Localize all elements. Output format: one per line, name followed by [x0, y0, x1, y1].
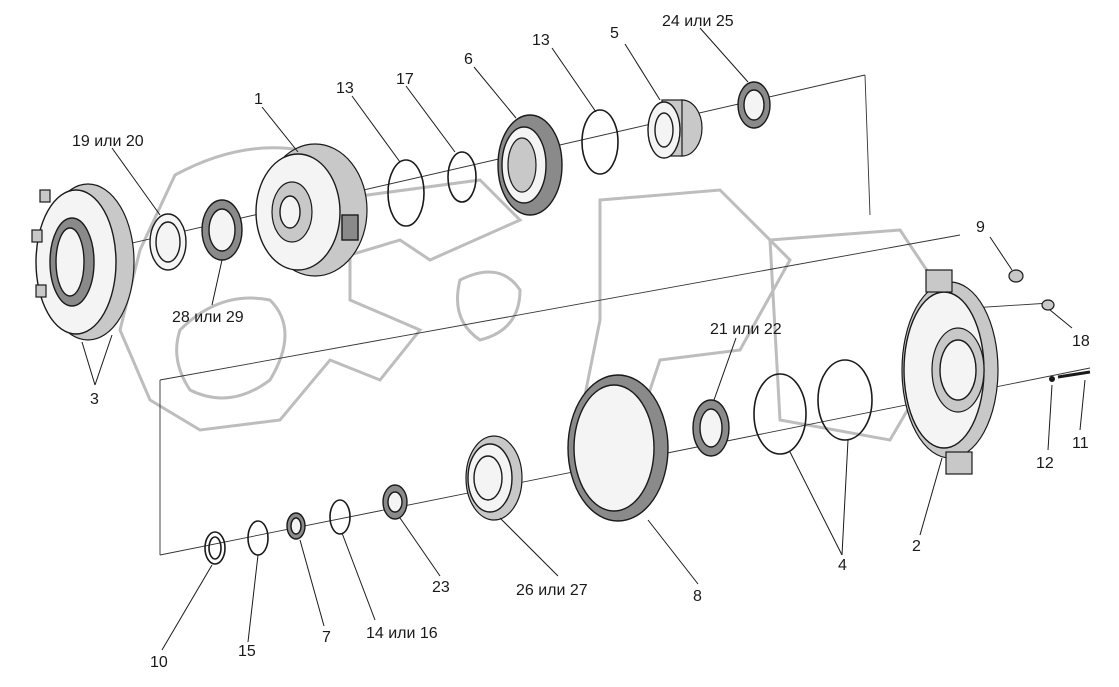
- part-17-circlip: [447, 151, 477, 203]
- callout-6: 6: [464, 51, 473, 68]
- part-8-ring-gear: [567, 374, 669, 522]
- part-12-washer: [1049, 376, 1055, 382]
- callout-17: 17: [396, 71, 414, 88]
- part-13-snap-ring-left: [387, 159, 425, 227]
- part-9-bushing: [1008, 269, 1024, 283]
- callout-24-25: 24 или 25: [662, 13, 734, 30]
- callout-19-20: 19 или 20: [72, 133, 144, 150]
- callout-labels: 1 2 3 4 5 6 7 8 9 10 11 12 13 13 14 или …: [72, 13, 1090, 671]
- part-2-housing: [901, 269, 999, 475]
- part-1-carrier: [255, 143, 368, 277]
- part-14-16-ring: [329, 499, 351, 535]
- callout-3: 3: [90, 391, 99, 408]
- part-10-ring: [204, 531, 226, 565]
- callout-13-right: 13: [532, 32, 550, 49]
- part-7-bearing: [286, 512, 306, 540]
- callout-12: 12: [1036, 455, 1054, 472]
- part-26-27-disc: [465, 435, 523, 521]
- callout-28-29: 28 или 29: [172, 309, 244, 326]
- leader-lines: [81, 27, 1086, 651]
- callout-2: 2: [912, 538, 921, 555]
- callout-7: 7: [322, 629, 331, 646]
- part-28-29-bearing: [201, 199, 243, 261]
- callout-1: 1: [254, 91, 263, 108]
- callout-5: 5: [610, 25, 619, 42]
- callout-4: 4: [838, 557, 847, 574]
- part-18-bushing: [1041, 299, 1055, 311]
- callout-21-22: 21 или 22: [710, 321, 782, 338]
- part-4-o-rings: [753, 359, 873, 455]
- part-13-snap-ring-right: [581, 109, 619, 175]
- part-21-22-seal: [692, 399, 730, 457]
- part-5-sleeve: [647, 99, 703, 159]
- callout-23: 23: [432, 579, 450, 596]
- part-6-gear: [497, 114, 563, 216]
- part-19-20-ring: [149, 213, 187, 271]
- callout-26-27: 26 или 27: [516, 582, 588, 599]
- callout-14-16: 14 или 16: [366, 625, 438, 642]
- callout-15: 15: [238, 643, 256, 660]
- part-24-25-seal: [737, 81, 771, 129]
- callout-8: 8: [693, 588, 702, 605]
- part-23-bearing: [382, 484, 408, 520]
- part-3-cover: [31, 183, 135, 341]
- callout-10: 10: [150, 654, 168, 671]
- callout-18: 18: [1072, 333, 1090, 350]
- callout-9: 9: [976, 219, 985, 236]
- part-15-circlip: [247, 520, 269, 556]
- callout-13-left: 13: [336, 80, 354, 97]
- callout-11: 11: [1072, 435, 1089, 452]
- part-11-bolt: [1057, 370, 1091, 379]
